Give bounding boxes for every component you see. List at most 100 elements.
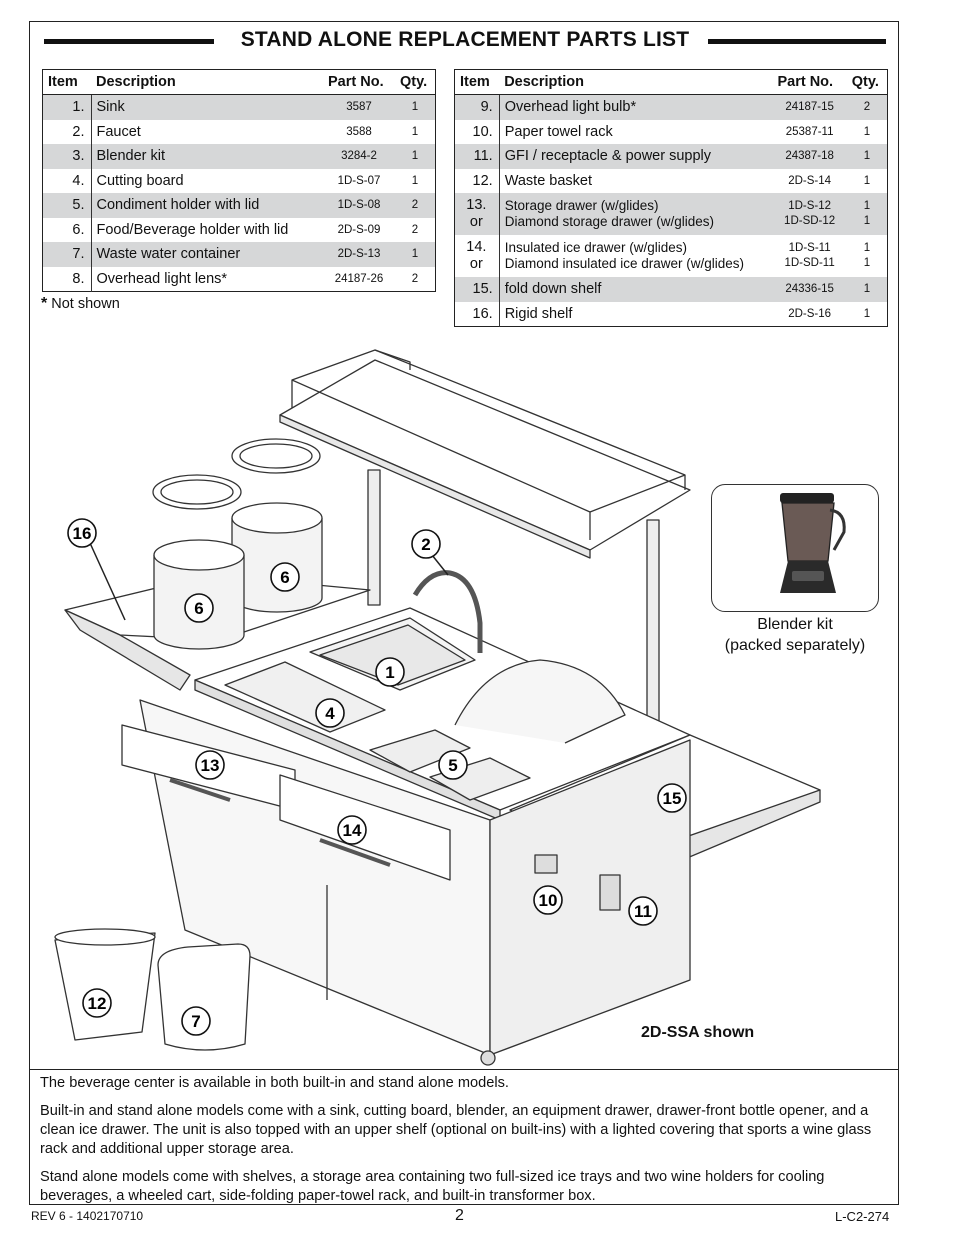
description-cell-text: Insulated ice drawer (w/glides) bbox=[504, 240, 688, 255]
qty-cell: 1 bbox=[395, 144, 436, 169]
qty-cell: 2 bbox=[395, 193, 436, 218]
part-no-cell-text: 3587 bbox=[346, 101, 372, 114]
header-part-no: Part No. bbox=[772, 69, 847, 95]
part-no-cell-text: 24387-18 bbox=[785, 150, 834, 163]
part-no-cell: 24387-18 bbox=[772, 144, 847, 169]
page-frame bbox=[29, 21, 899, 1205]
description-cell: Overhead light bulb* bbox=[499, 94, 773, 120]
description-cell-text: GFI / receptacle & power supply bbox=[504, 148, 712, 165]
qty-cell: 1 bbox=[847, 302, 888, 327]
qty-cell: 1 bbox=[395, 94, 436, 120]
part-no-cell-text: 3588 bbox=[346, 125, 372, 138]
item-cell: 14.or bbox=[454, 235, 500, 277]
table-row: 5. Condiment holder with lid 1D-S-08 2 bbox=[42, 193, 436, 218]
qty-cell-text: 1 bbox=[863, 307, 871, 320]
title-rule-right bbox=[708, 39, 886, 44]
qty-cell-text: 1 bbox=[411, 125, 419, 138]
paragraph-2: Built-in and stand alone models come wit… bbox=[40, 1103, 872, 1157]
qty-cell-text: 2 bbox=[411, 223, 419, 236]
not-shown-note: * Not shown bbox=[41, 295, 120, 312]
callout-label: 5 bbox=[448, 756, 457, 775]
callout-label: 6 bbox=[280, 568, 289, 587]
part-no-cell: 3587 bbox=[323, 94, 395, 120]
description-cell-text: Faucet bbox=[96, 123, 141, 140]
qty-cell: 1 bbox=[847, 169, 888, 194]
condiment-holder-2 bbox=[429, 757, 531, 801]
qty-cell-text: 1 bbox=[863, 200, 871, 212]
callout-label: 7 bbox=[191, 1012, 200, 1031]
description-cell-text: Blender kit bbox=[96, 148, 166, 165]
blender-caption-line1: Blender kit bbox=[757, 616, 833, 633]
blender-image bbox=[780, 493, 846, 593]
shelf-post-left bbox=[367, 469, 381, 606]
part-no-cell-text: 2D-S-16 bbox=[788, 307, 832, 320]
qty-cell-text: 1 bbox=[863, 174, 871, 187]
description-cell: Faucet bbox=[91, 120, 323, 145]
part-no-cell-text: 2D-S-14 bbox=[788, 174, 832, 187]
item-cell: 2. bbox=[42, 119, 92, 144]
part-no-cell-text: 1D-SD-12 bbox=[784, 215, 836, 227]
item-cell: 10. bbox=[454, 119, 500, 144]
item-cell-text: 3. bbox=[72, 148, 85, 165]
description-cell: fold down shelf bbox=[499, 277, 773, 302]
callout-label: 14 bbox=[343, 821, 362, 840]
part-no-cell-text: 24187-15 bbox=[785, 101, 834, 114]
item-cell: 3. bbox=[42, 144, 92, 169]
part-no-cell-text: 24336-15 bbox=[785, 283, 834, 296]
description-cell-text: Storage drawer (w/glides) bbox=[504, 198, 659, 213]
description-cell-text: Waste water container bbox=[96, 246, 241, 263]
page-number: 2 bbox=[455, 1207, 464, 1224]
model-shown-label: 2D-SSA shown bbox=[641, 1024, 755, 1041]
callout-11: 11 bbox=[628, 896, 658, 926]
description-cell: Blender kit bbox=[91, 144, 323, 169]
description-cell: Storage drawer (w/glides)Diamond storage… bbox=[499, 193, 773, 235]
item-cell: 7. bbox=[42, 242, 92, 267]
part-no-cell-text: 1D-S-08 bbox=[337, 199, 381, 212]
callout-label: 10 bbox=[539, 891, 558, 910]
qty-cell: 2 bbox=[395, 218, 436, 243]
part-no-cell-text: 2D-S-09 bbox=[337, 223, 381, 236]
description-cell-text: Waste basket bbox=[504, 172, 593, 189]
callout-label: 1 bbox=[385, 663, 394, 682]
part-no-cell-text: 1D-S-12 bbox=[788, 200, 832, 212]
blender-housing bbox=[454, 659, 626, 744]
description-cell-text: Condiment holder with lid bbox=[96, 197, 260, 214]
callout-6: 6 bbox=[184, 593, 214, 623]
description-cell: Food/Beverage holder with lid bbox=[91, 218, 323, 243]
part-no-cell: 3588 bbox=[323, 120, 395, 145]
item-cell: 5. bbox=[42, 193, 92, 218]
waste-water-container bbox=[157, 943, 251, 1051]
qty-cell: 1 bbox=[395, 242, 436, 267]
upper-shelf bbox=[279, 359, 691, 551]
item-cell-text: 6. bbox=[72, 221, 85, 238]
qty-cell-text: 2 bbox=[863, 101, 871, 114]
item-cell-text: 5. bbox=[72, 197, 85, 214]
item-cell-text: 11. bbox=[473, 148, 493, 165]
part-no-cell: 2D-S-16 bbox=[772, 302, 846, 327]
part-no-cell-text: 1D-SD-11 bbox=[784, 257, 835, 269]
qty-cell: 1 bbox=[847, 120, 888, 145]
item-cell: 13.or bbox=[454, 193, 500, 235]
item-cell-text: 12. bbox=[472, 172, 493, 189]
table-header-row: Item Description Part No. Qty. bbox=[42, 69, 436, 95]
description-cell: Overhead light lens* bbox=[91, 267, 323, 292]
table-row: 2.Faucet 3588 1 bbox=[42, 119, 436, 145]
qty-cell: 2 bbox=[395, 267, 436, 292]
description-cell-text: Diamond storage drawer (w/glides) bbox=[504, 214, 715, 229]
description-cell: Waste basket bbox=[499, 169, 772, 194]
item-cell-text: 13. bbox=[466, 197, 487, 213]
shelf-post-right bbox=[646, 519, 660, 731]
callout-label: 12 bbox=[88, 994, 107, 1013]
description-cell: Paper towel rack bbox=[499, 120, 772, 145]
